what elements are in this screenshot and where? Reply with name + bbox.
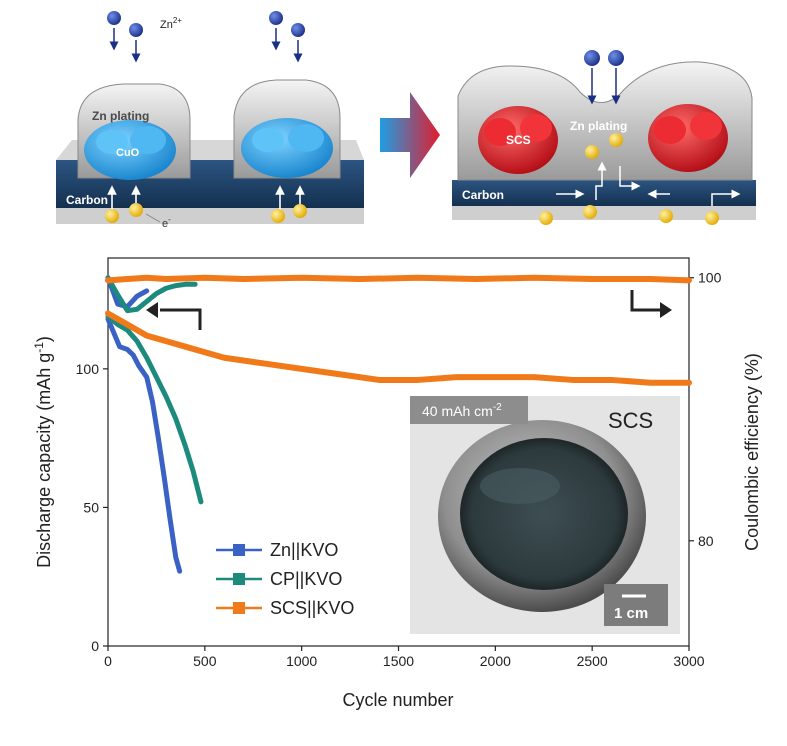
series-line-scskvo-right — [105, 274, 692, 284]
x-tick-label: 3000 — [673, 653, 704, 669]
electron-icon — [705, 211, 719, 225]
zn-ion-label: Zn2+ — [160, 16, 182, 31]
x-tick-label: 1000 — [286, 653, 317, 669]
inset-disc — [460, 438, 628, 590]
left-plating-label: Zn plating — [92, 109, 149, 123]
legend-label: CP||KVO — [270, 569, 342, 589]
electron-icon — [271, 209, 285, 223]
left-cuo-core-2 — [241, 118, 333, 178]
inset-capacity-label: 40 mAh cm-2 — [422, 402, 502, 419]
x-tick-label: 2500 — [577, 653, 608, 669]
electron-icon — [129, 203, 143, 217]
zn-ion-icon — [608, 50, 624, 66]
legend-label: Zn||KVO — [270, 540, 338, 560]
right-substrate-label: Carbon — [462, 188, 504, 202]
inset-scale-box — [604, 584, 668, 626]
left-substrate-base — [56, 208, 364, 224]
right-substrate — [452, 180, 756, 206]
y2-tick-label: 100 — [698, 270, 722, 286]
right-plating-label: Zn plating — [570, 119, 627, 133]
legend-marker — [233, 544, 245, 556]
series-line-cpkvo-left — [105, 313, 204, 505]
y-axis-label: Discharge capacity (mAh g-1) — [32, 336, 54, 568]
y2-axis-label: Coulombic efficiency (%) — [742, 353, 762, 551]
electron-icon — [539, 211, 553, 225]
electron-icon — [659, 209, 673, 223]
zn-ion-icon — [291, 23, 305, 37]
electron-icon — [293, 204, 307, 218]
right-core-label: SCS — [506, 133, 531, 147]
y2-tick-label: 80 — [698, 533, 714, 549]
right-schematic: SCS Zn plating Carbon — [452, 50, 756, 225]
inset-scale-label: 1 cm — [614, 605, 648, 622]
x-tick-label: 1500 — [383, 653, 414, 669]
inset-photo: 40 mAh cm-2 SCS 1 cm — [410, 396, 680, 634]
chart: 0 500 1000 1500 2000 2500 3000 0 50 100 80 100 40 m… — [32, 257, 762, 710]
left-substrate-label: Carbon — [66, 193, 108, 207]
x-tick-label: 500 — [193, 653, 217, 669]
transition-arrow-icon — [380, 92, 440, 178]
series-line-cpkvo-right — [105, 275, 198, 314]
electron-icon — [609, 133, 623, 147]
legend-label: SCS||KVO — [270, 598, 354, 618]
zn-ion-icon — [129, 23, 143, 37]
electron-icon — [583, 205, 597, 219]
legend-marker — [233, 602, 245, 614]
electron-label: e- — [162, 215, 171, 230]
zn-ion-icon — [107, 11, 121, 25]
y-tick-label: 50 — [83, 499, 99, 515]
zn-ion-icon — [584, 50, 600, 66]
electron-icon — [585, 145, 599, 159]
zn-ion-icon — [269, 11, 283, 25]
legend: Zn||KVO CP||KVO SCS||KVO — [216, 540, 354, 618]
left-axis-arrow-icon — [160, 308, 202, 330]
right-substrate-base — [452, 206, 756, 220]
y-tick-label: 0 — [91, 638, 99, 654]
series-line-scskvo-left — [105, 310, 692, 386]
right-axis-arrow-icon — [630, 290, 660, 312]
left-core-label: CuO — [116, 147, 140, 159]
inset-capacity-box — [410, 396, 528, 424]
x-tick-label: 2000 — [480, 653, 511, 669]
legend-marker — [233, 573, 245, 585]
left-schematic: Zn plating CuO Carbon e- Zn2+ — [56, 11, 364, 230]
x-tick-label: 0 — [104, 653, 112, 669]
y-tick-label: 100 — [76, 361, 100, 377]
inset-sample-label: SCS — [608, 408, 653, 433]
series-line-znkvo-left — [105, 316, 183, 574]
x-axis-label: Cycle number — [342, 690, 453, 710]
electron-icon — [105, 209, 119, 223]
